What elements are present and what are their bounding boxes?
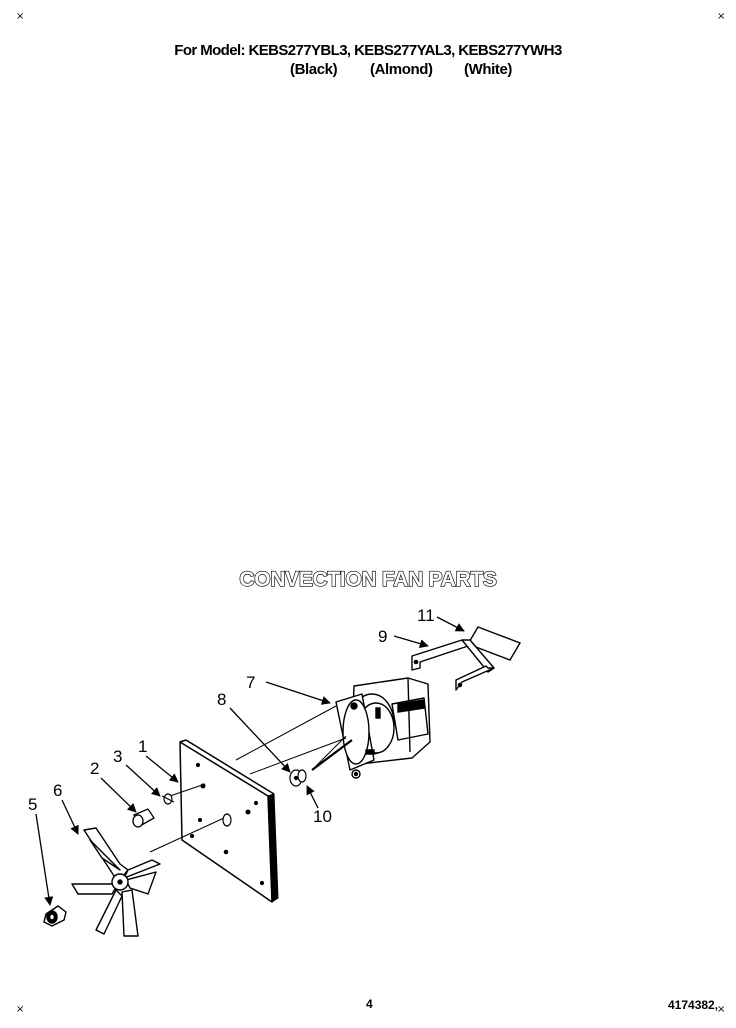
part-11-strip	[466, 626, 522, 661]
color-white-label: (White)	[464, 61, 513, 78]
part-6-fan-blade	[71, 827, 161, 937]
leader-lines	[35, 616, 465, 906]
part-9-bracket	[411, 639, 495, 691]
page-number: 4	[366, 997, 373, 1011]
callout-11: 11	[417, 606, 435, 625]
corner-mark-top-right: ×	[717, 11, 726, 22]
alignment-lines	[149, 705, 347, 853]
callout-10: 10	[313, 807, 332, 826]
part-2-nut	[132, 808, 155, 828]
callout-2: 2	[90, 759, 99, 778]
callout-7: 7	[246, 673, 255, 692]
part-3-screw	[161, 793, 175, 805]
part-7-fan-motor	[311, 677, 431, 779]
callout-9: 9	[378, 627, 387, 646]
part-5-hub-nut	[43, 905, 67, 927]
part-1-mounting-plate	[179, 739, 279, 903]
corner-mark-bottom-right: ×	[717, 1004, 726, 1015]
color-almond-label: (Almond)	[370, 61, 433, 78]
part-10-clip	[289, 769, 307, 787]
corner-mark-bottom-left: ×	[16, 1004, 25, 1015]
color-black-label: (Black)	[290, 61, 338, 78]
callout-6: 6	[53, 781, 62, 800]
color-variants: (Black) (Almond) (White)	[0, 61, 736, 81]
callout-3: 3	[113, 747, 122, 766]
model-line: For Model: KEBS277YBL3, KEBS277YAL3, KEB…	[174, 42, 562, 59]
callout-8: 8	[217, 690, 226, 709]
section-title: CONVECTION FAN PARTS	[239, 567, 498, 591]
document-number: 4174382,	[668, 998, 719, 1012]
callout-1: 1	[138, 737, 147, 756]
callout-5: 5	[28, 795, 37, 814]
corner-mark-top-left: ×	[16, 11, 25, 22]
